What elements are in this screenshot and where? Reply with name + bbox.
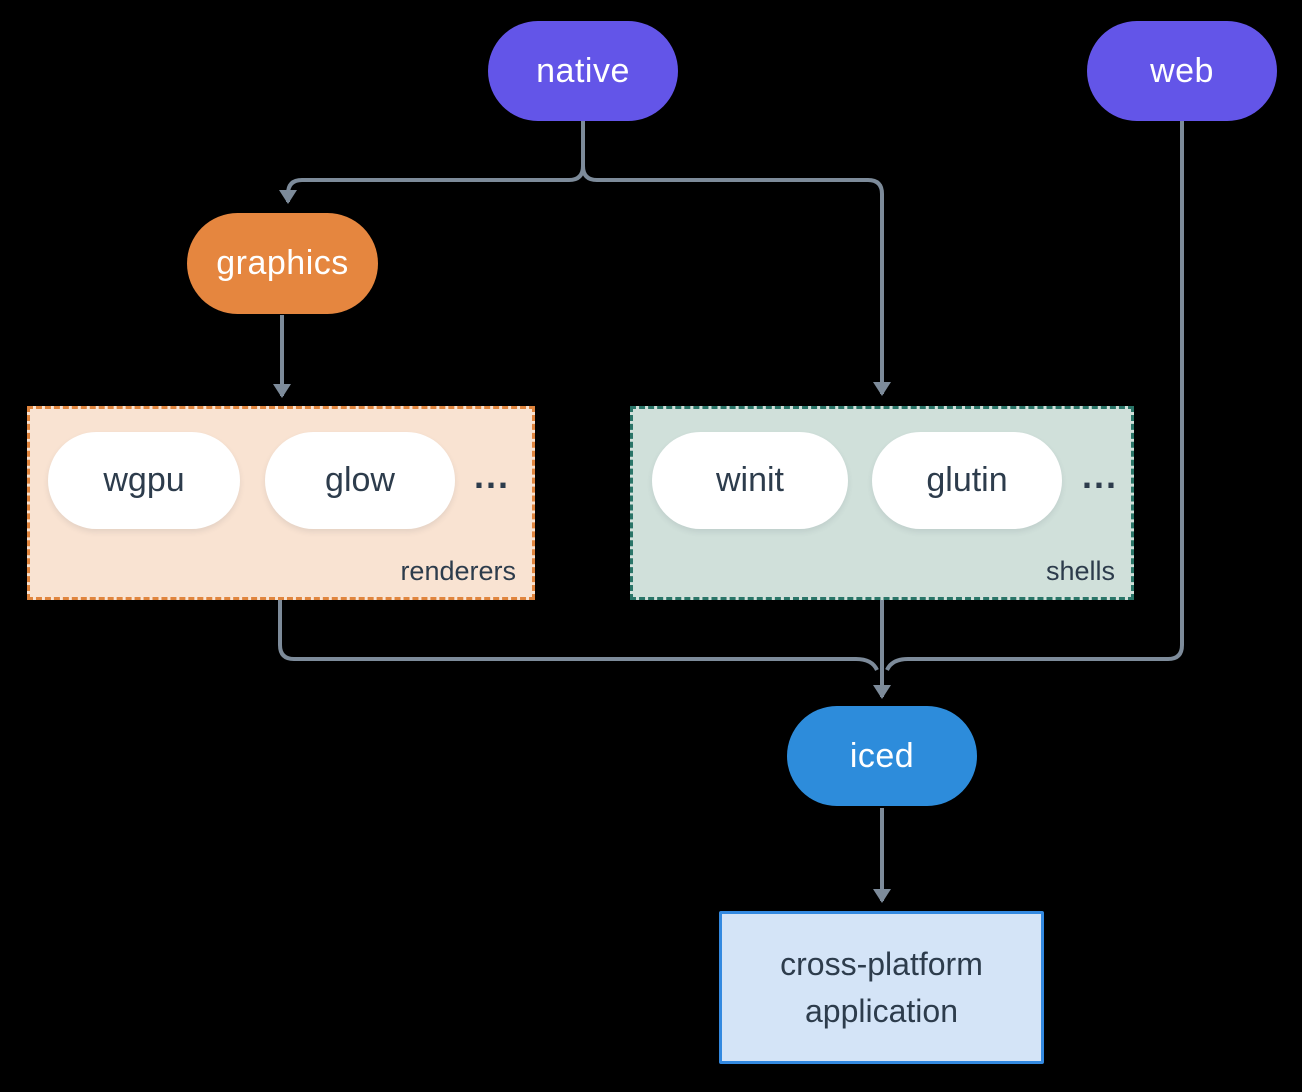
edge-native-graphics — [279, 121, 585, 204]
edge-renderers-merge — [278, 600, 879, 671]
node-wgpu: wgpu — [48, 432, 240, 529]
node-glow-label: glow — [325, 461, 395, 499]
edge-native-shells — [581, 165, 891, 396]
renderers-ellipsis: ... — [474, 455, 511, 496]
node-glow: glow — [265, 432, 455, 529]
group-shells-label: shells — [1045, 556, 1115, 586]
node-web-label: web — [1150, 51, 1214, 90]
node-winit: winit — [652, 432, 848, 529]
node-glutin: glutin — [872, 432, 1062, 529]
node-graphics: graphics — [187, 213, 378, 314]
node-wgpu-label: wgpu — [103, 461, 185, 499]
edge-web-merge — [885, 121, 1184, 671]
node-native-label: native — [536, 51, 630, 90]
node-web: web — [1087, 21, 1277, 121]
node-winit-label: winit — [715, 461, 785, 499]
node-iced: iced — [787, 706, 977, 806]
node-graphics-label: graphics — [216, 244, 349, 282]
shells-ellipsis: ... — [1082, 455, 1119, 496]
group-renderers-label: renderers — [400, 556, 516, 586]
node-iced-label: iced — [849, 736, 915, 775]
application-label-line2: application — [805, 992, 958, 1029]
node-native: native — [488, 21, 678, 121]
node-cross-platform-application: cross-platform application — [719, 911, 1044, 1064]
node-glutin-label: glutin — [926, 461, 1008, 499]
application-label-line1: cross-platform — [780, 945, 983, 982]
